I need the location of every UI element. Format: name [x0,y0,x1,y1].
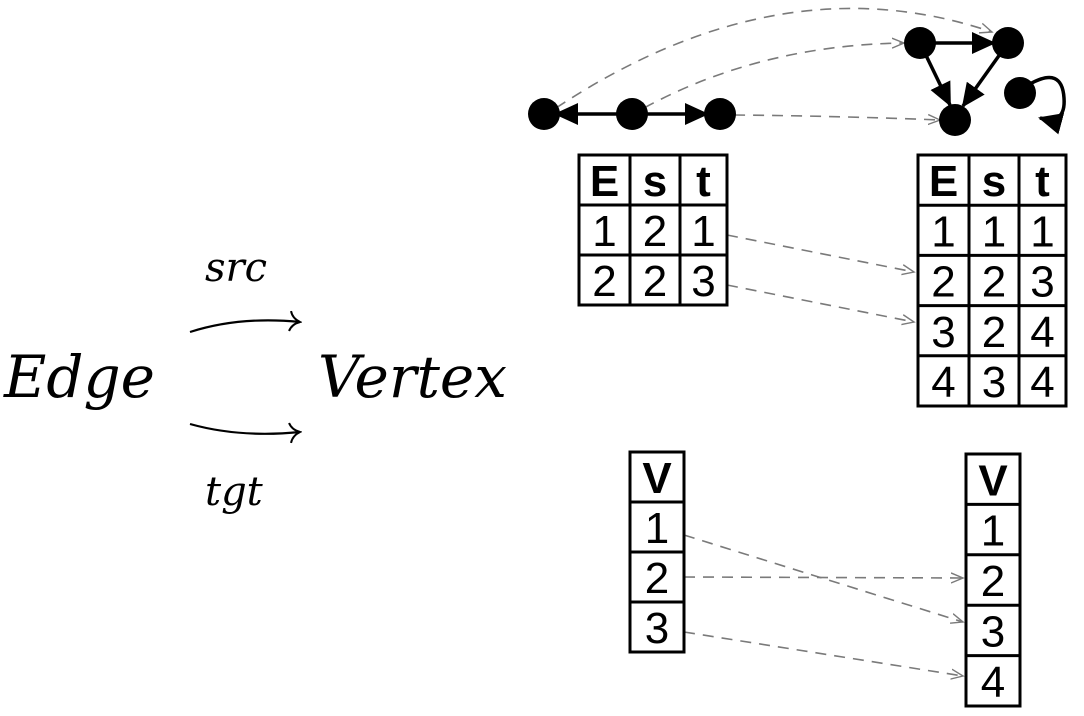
table-border [964,452,1022,708]
table-border [916,153,1068,408]
tgt-arrow [189,424,300,434]
table-cell: 3 [1030,258,1054,307]
table-border [577,153,729,307]
vertex-map-arrow-2 [683,577,963,578]
table-cell: 4 [1030,308,1054,357]
table-cell: 2 [982,308,1006,357]
table-cell: 4 [981,658,1005,707]
table-cell: 1 [982,207,1006,256]
table-header-cell: s [643,157,667,206]
graph-left-node-1 [528,98,560,130]
graph-right-self-loop [1029,75,1066,135]
table-header-cell: E [590,157,619,206]
table-cell: 1 [1030,207,1054,256]
graph-right-node-2 [992,27,1024,59]
tgt-label: tgt [205,469,264,515]
schema-source-label: Edge [3,343,155,411]
graph-map-arrow-node2 [643,43,904,109]
table-cell: 1 [931,207,955,256]
edge-map-arrow-2 [726,284,914,322]
graph-right [904,27,1066,136]
table-cell: 3 [982,358,1006,407]
schema-target-label: Vertex [318,343,507,411]
table-cell: 2 [931,258,955,307]
table-cell: 1 [981,507,1005,556]
table-cell: 3 [931,308,955,357]
table-header-cell: t [696,157,711,206]
graph-map-arrow-node1 [555,7,992,109]
table-cell: 3 [691,257,715,306]
src-arrow [189,320,300,334]
table-cell: 3 [645,604,669,653]
graph-left-node-3 [704,98,736,130]
table-header-cell: E [929,157,958,206]
graph-right-node-3 [939,104,971,136]
table-cell: 1 [592,207,616,256]
edge-map-arrow-1 [726,234,914,272]
table-cell: 2 [982,258,1006,307]
table-cell: 1 [691,207,715,256]
table-cell: 2 [643,207,667,256]
mapping-arrows [555,7,992,676]
table-cell: 2 [643,257,667,306]
table-cell: 1 [645,504,669,553]
graph-map-arrow-node3 [733,115,940,120]
table-cell: 2 [981,557,1005,606]
table-cell: 4 [931,358,955,407]
src-label: src [205,245,267,291]
table-header-cell: V [642,454,672,503]
schema-diagram: Edge Vertex src tgt [3,245,507,515]
graph-left [528,98,736,130]
graph-left-node-2 [616,98,648,130]
table-header-cell: t [1035,157,1050,206]
table-header-cell: V [978,456,1008,505]
table-cell: 3 [981,608,1005,657]
table-cell: 4 [1030,358,1054,407]
table-header-cell: s [982,157,1006,206]
graph-right-node-1 [904,27,936,59]
vertex-map-arrow-3 [683,631,963,676]
graph-right-node-4 [1004,77,1036,109]
table-cell: 2 [645,554,669,603]
table-cell: 2 [592,257,616,306]
vertex-map-arrow-1 [683,534,963,622]
